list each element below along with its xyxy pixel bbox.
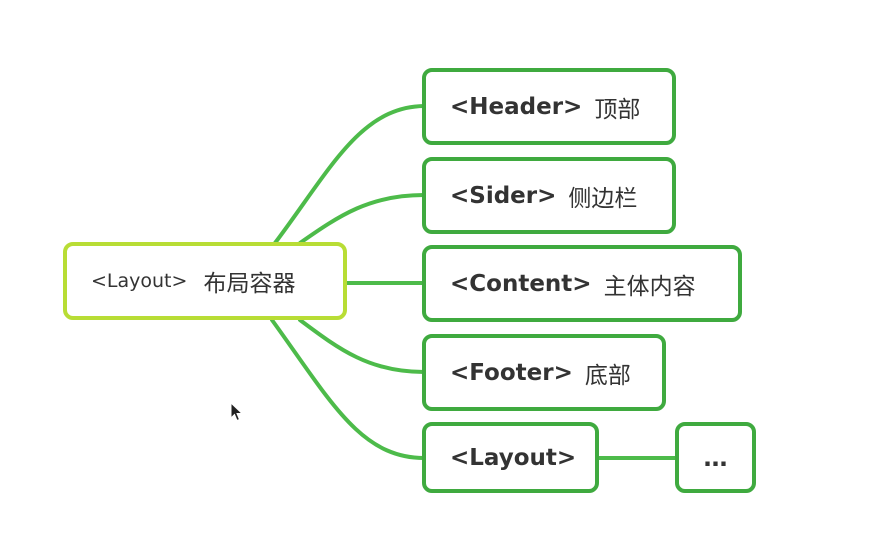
connector-sider bbox=[298, 193, 426, 245]
content-node: <Content> 主体内容 bbox=[422, 245, 742, 322]
sider-tag: <Sider> bbox=[450, 182, 557, 209]
sider-node: <Sider> 侧边栏 bbox=[422, 157, 676, 234]
connector-header bbox=[273, 104, 426, 245]
footer-tag: <Footer> bbox=[450, 359, 573, 386]
nested-layout-node: <Layout> bbox=[422, 422, 599, 493]
connector-layout bbox=[270, 318, 426, 460]
footer-node: <Footer> 底部 bbox=[422, 334, 666, 411]
content-description: 主体内容 bbox=[603, 273, 696, 300]
nested-layout-tag: <Layout> bbox=[450, 444, 577, 471]
ellipsis-node: … bbox=[675, 422, 756, 493]
sider-description: 侧边栏 bbox=[568, 185, 638, 212]
header-node: <Header> 顶部 bbox=[422, 68, 676, 145]
footer-description: 底部 bbox=[584, 362, 631, 389]
mouse-cursor-icon bbox=[230, 402, 244, 422]
root-layout-node: <Layout> 布局容器 bbox=[63, 242, 347, 320]
header-description: 顶部 bbox=[594, 96, 641, 123]
root-layout-tag: <Layout> bbox=[91, 270, 188, 292]
connector-footer bbox=[298, 318, 426, 374]
header-tag: <Header> bbox=[450, 93, 583, 120]
root-layout-description: 布局容器 bbox=[203, 271, 296, 297]
ellipsis-text: … bbox=[703, 443, 728, 472]
content-tag: <Content> bbox=[450, 270, 592, 297]
